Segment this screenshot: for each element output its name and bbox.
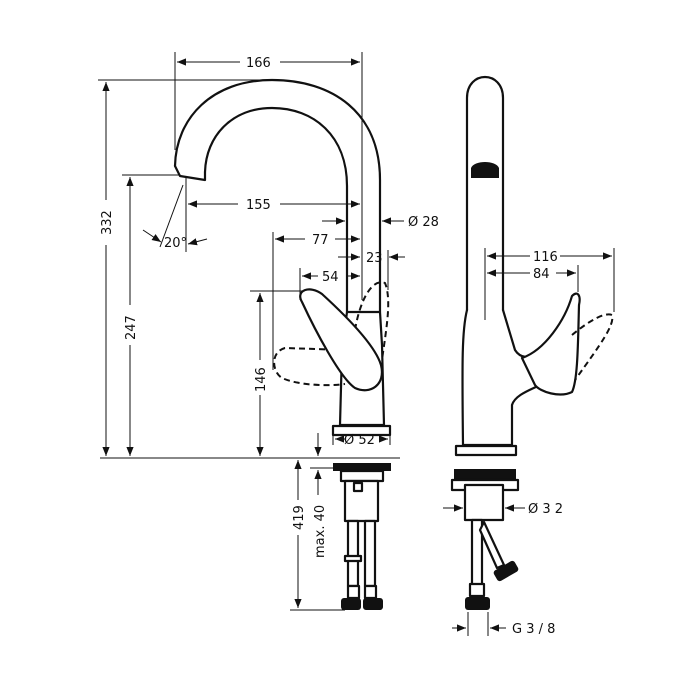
dim-diameter-52: Ø 52: [344, 433, 375, 448]
side-body: [461, 308, 542, 447]
dim-20-degrees: 20°: [164, 236, 187, 251]
front-view: [100, 78, 400, 610]
side-handle-dashed: [571, 313, 614, 381]
mount-nut: [339, 469, 385, 483]
dim-247: 247: [124, 315, 139, 340]
dim-diameter-28: Ø 28: [408, 215, 439, 230]
side-hose-angled: [478, 520, 506, 570]
side-shank: [463, 483, 505, 522]
handle-open-dashed: [354, 281, 390, 361]
spout-outer: [173, 78, 382, 314]
dim-166: 166: [246, 56, 271, 71]
dim-diameter-32: Ø 3 2: [528, 502, 563, 517]
shank-screw: [352, 481, 364, 493]
side-mount-plate: [454, 469, 516, 479]
side-hose-fitting: [468, 582, 486, 598]
spout-inner: [203, 106, 349, 314]
side-connection-nut: [465, 597, 490, 610]
dim-23: 23: [366, 251, 383, 266]
dim-54: 54: [322, 270, 339, 285]
handle-lever: [299, 288, 384, 392]
dim-146: 146: [254, 367, 269, 392]
dim-116: 116: [533, 250, 558, 265]
mount-plate: [333, 463, 391, 471]
dim-84: 84: [533, 267, 550, 282]
side-base-ring: [454, 444, 518, 457]
dim-332: 332: [100, 210, 115, 235]
side-spout-column: [465, 75, 505, 312]
dim-155: 155: [246, 198, 271, 213]
supply-hoses: [341, 519, 383, 610]
side-handle-lever: [520, 292, 581, 396]
side-hose-nut: [493, 560, 519, 582]
dim-max-40: max. 40: [313, 505, 328, 558]
spout-tip: [173, 164, 207, 182]
dim-419: 419: [292, 505, 307, 530]
dim-g-3-8: G 3 / 8: [512, 622, 555, 637]
side-view: [450, 75, 614, 610]
dimensions: 166 332 247 155 20° Ø 28 77 23 54: [98, 52, 615, 637]
side-aerator: [471, 162, 499, 178]
handle-side-dashed: [273, 346, 346, 387]
dim-77: 77: [312, 233, 329, 248]
